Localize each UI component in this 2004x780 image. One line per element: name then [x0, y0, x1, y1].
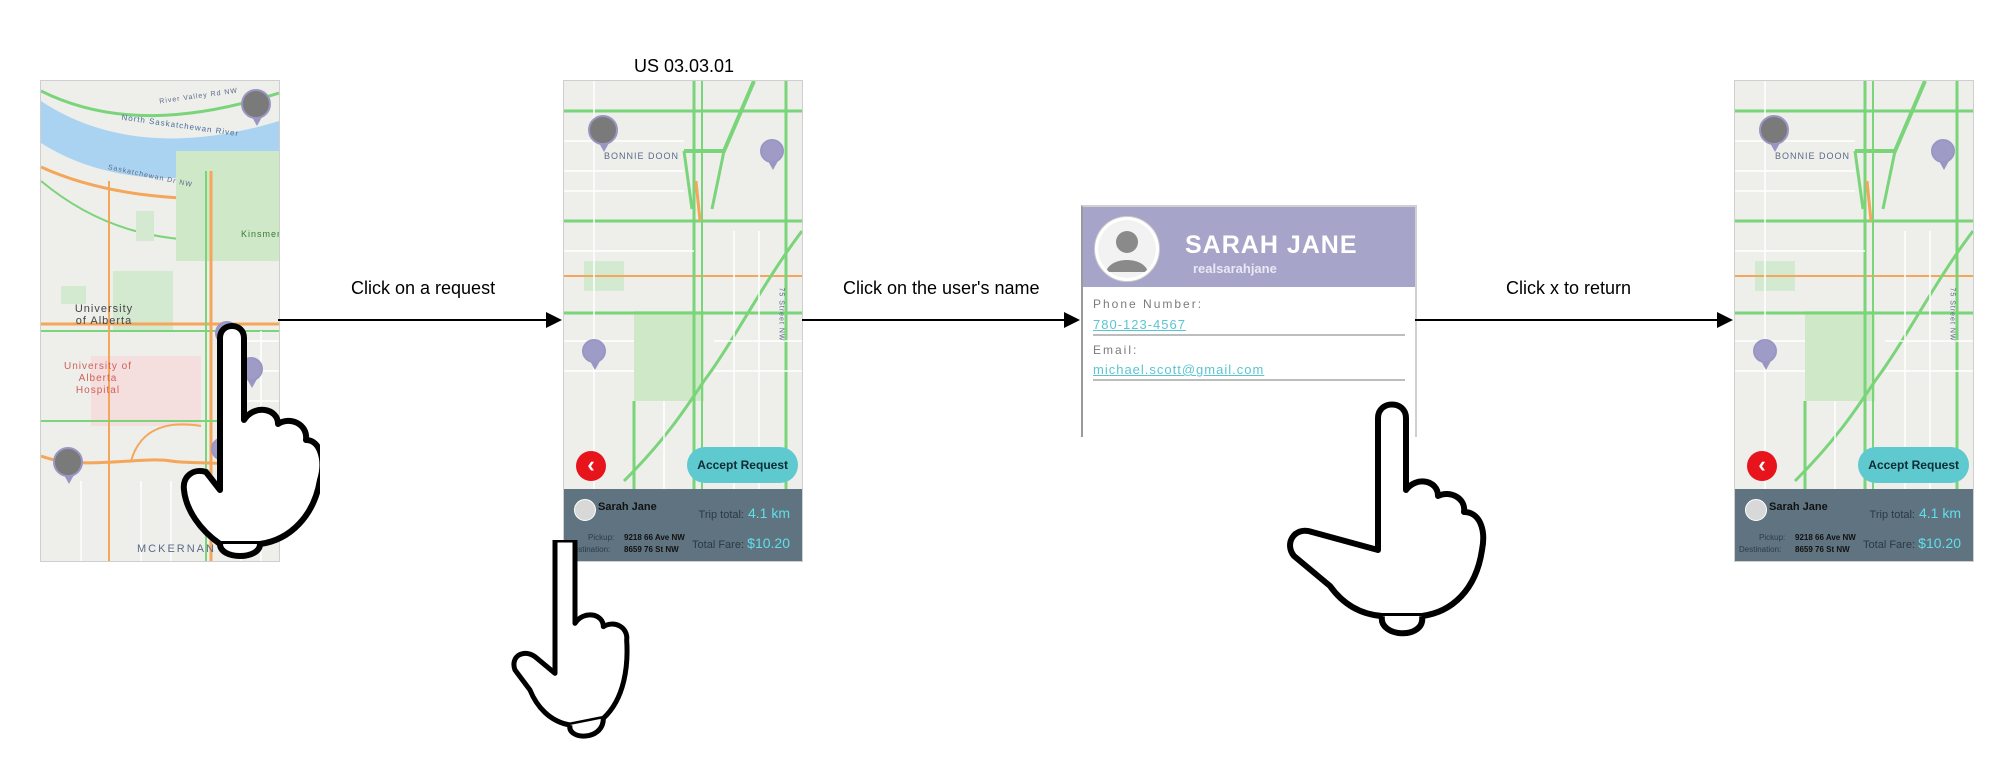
step-caption-2: Click on the user's name [843, 278, 1040, 298]
back-arrow-icon[interactable]: ‹ [1747, 451, 1777, 481]
profile-avatar-icon [1095, 217, 1159, 281]
driver-pin-top[interactable] [241, 89, 271, 126]
profile-header: SARAH JANE realsarahjane [1083, 207, 1415, 287]
map-overview [41, 81, 279, 561]
pickup-value: 9218 66 Ave NW [1795, 533, 1856, 542]
map-request-selected [564, 81, 802, 561]
request-detail-panel: Sarah Jane Pickup: 9218 66 Ave NW Destin… [564, 489, 802, 561]
map-label-mckernan: MCKERNAN [137, 543, 216, 555]
accept-request-button[interactable]: Accept Request [687, 447, 798, 483]
map-label-hospital: University of Alberta Hospital [63, 361, 132, 396]
rider-name-link[interactable]: Sarah Jane [598, 501, 657, 513]
map-label-bonnie-doon: BONNIE DOON [604, 151, 680, 161]
pickup-value: 9218 66 Ave NW [624, 533, 685, 542]
flow-arrow-2 [802, 312, 1080, 328]
driver-pin[interactable] [1759, 115, 1789, 152]
hand-pointer-icon [180, 323, 320, 559]
map-label-kinsmen: Kinsmen [241, 229, 280, 239]
destination-value: 8659 76 St NW [1795, 545, 1850, 554]
email-label: Email: [1093, 343, 1139, 357]
screen-request-selected: BONNIE DOON 75 Street NW ‹ Accept Reques… [563, 80, 803, 562]
trip-total-value: 4.1 km [747, 505, 790, 521]
flow-arrow-3 [1415, 312, 1733, 328]
hand-pointer-icon [511, 540, 630, 739]
phone-label: Phone Number: [1093, 297, 1204, 311]
trip-total-value: 4.1 km [1918, 505, 1961, 521]
rider-avatar-icon [574, 499, 596, 521]
map-label-university: University of Alberta [74, 303, 134, 327]
total-fare-value: $10.20 [747, 535, 790, 551]
driver-pin-bottom[interactable] [53, 447, 83, 484]
flow-arrow-1 [278, 312, 562, 328]
phone-value[interactable]: 780-123-4567 [1093, 317, 1405, 336]
driver-pin[interactable] [588, 115, 618, 152]
screen-map-overview: River Valley Rd NW North Saskatchewan Ri… [40, 80, 280, 562]
pickup-label: Pickup: [1759, 533, 1786, 542]
step-caption-3: Click x to return [1506, 278, 1632, 298]
total-fare-label: Total Fare: [1863, 539, 1915, 551]
pickup-label: Pickup: [588, 533, 615, 542]
trip-total-label: Trip total: [698, 509, 744, 521]
accept-request-button[interactable]: Accept Request [1858, 447, 1969, 483]
trip-total-label: Trip total: [1869, 509, 1915, 521]
request-pin-selected[interactable] [582, 339, 606, 370]
destination-label: Destination: [568, 545, 611, 554]
request-pin-selected[interactable] [1753, 339, 1777, 370]
map-label-75-street: 75 Street NW [1948, 287, 1956, 342]
email-value[interactable]: michael.scott@gmail.com [1093, 362, 1405, 381]
back-arrow-icon[interactable]: ‹ [576, 451, 606, 481]
map-label-bonnie-doon: BONNIE DOON [1775, 151, 1851, 161]
request-pin-top[interactable] [1931, 139, 1955, 170]
destination-value: 8659 76 St NW [624, 545, 679, 554]
request-pin-top[interactable] [760, 139, 784, 170]
destination-label: Destination: [1739, 545, 1782, 554]
total-fare-value: $10.20 [1918, 535, 1961, 551]
screen-returned: BONNIE DOON 75 Street NW ‹ Accept Reques… [1734, 80, 1974, 562]
step-caption-1: Click on a request [351, 278, 496, 298]
story-id: US 03.03.01 [634, 56, 735, 76]
total-fare-label: Total Fare: [692, 539, 744, 551]
profile-username: realsarahjane [1193, 261, 1277, 276]
user-profile-card: SARAH JANE realsarahjane Phone Number: 7… [1081, 205, 1417, 437]
rider-avatar-icon [1745, 499, 1767, 521]
rider-name-link[interactable]: Sarah Jane [1769, 501, 1828, 513]
profile-full-name: SARAH JANE [1185, 231, 1358, 259]
hand-pointer-icon [1287, 401, 1487, 637]
request-detail-panel: Sarah Jane Pickup: 9218 66 Ave NW Destin… [1735, 489, 1973, 561]
map-label-75-street: 75 Street NW [777, 287, 785, 342]
